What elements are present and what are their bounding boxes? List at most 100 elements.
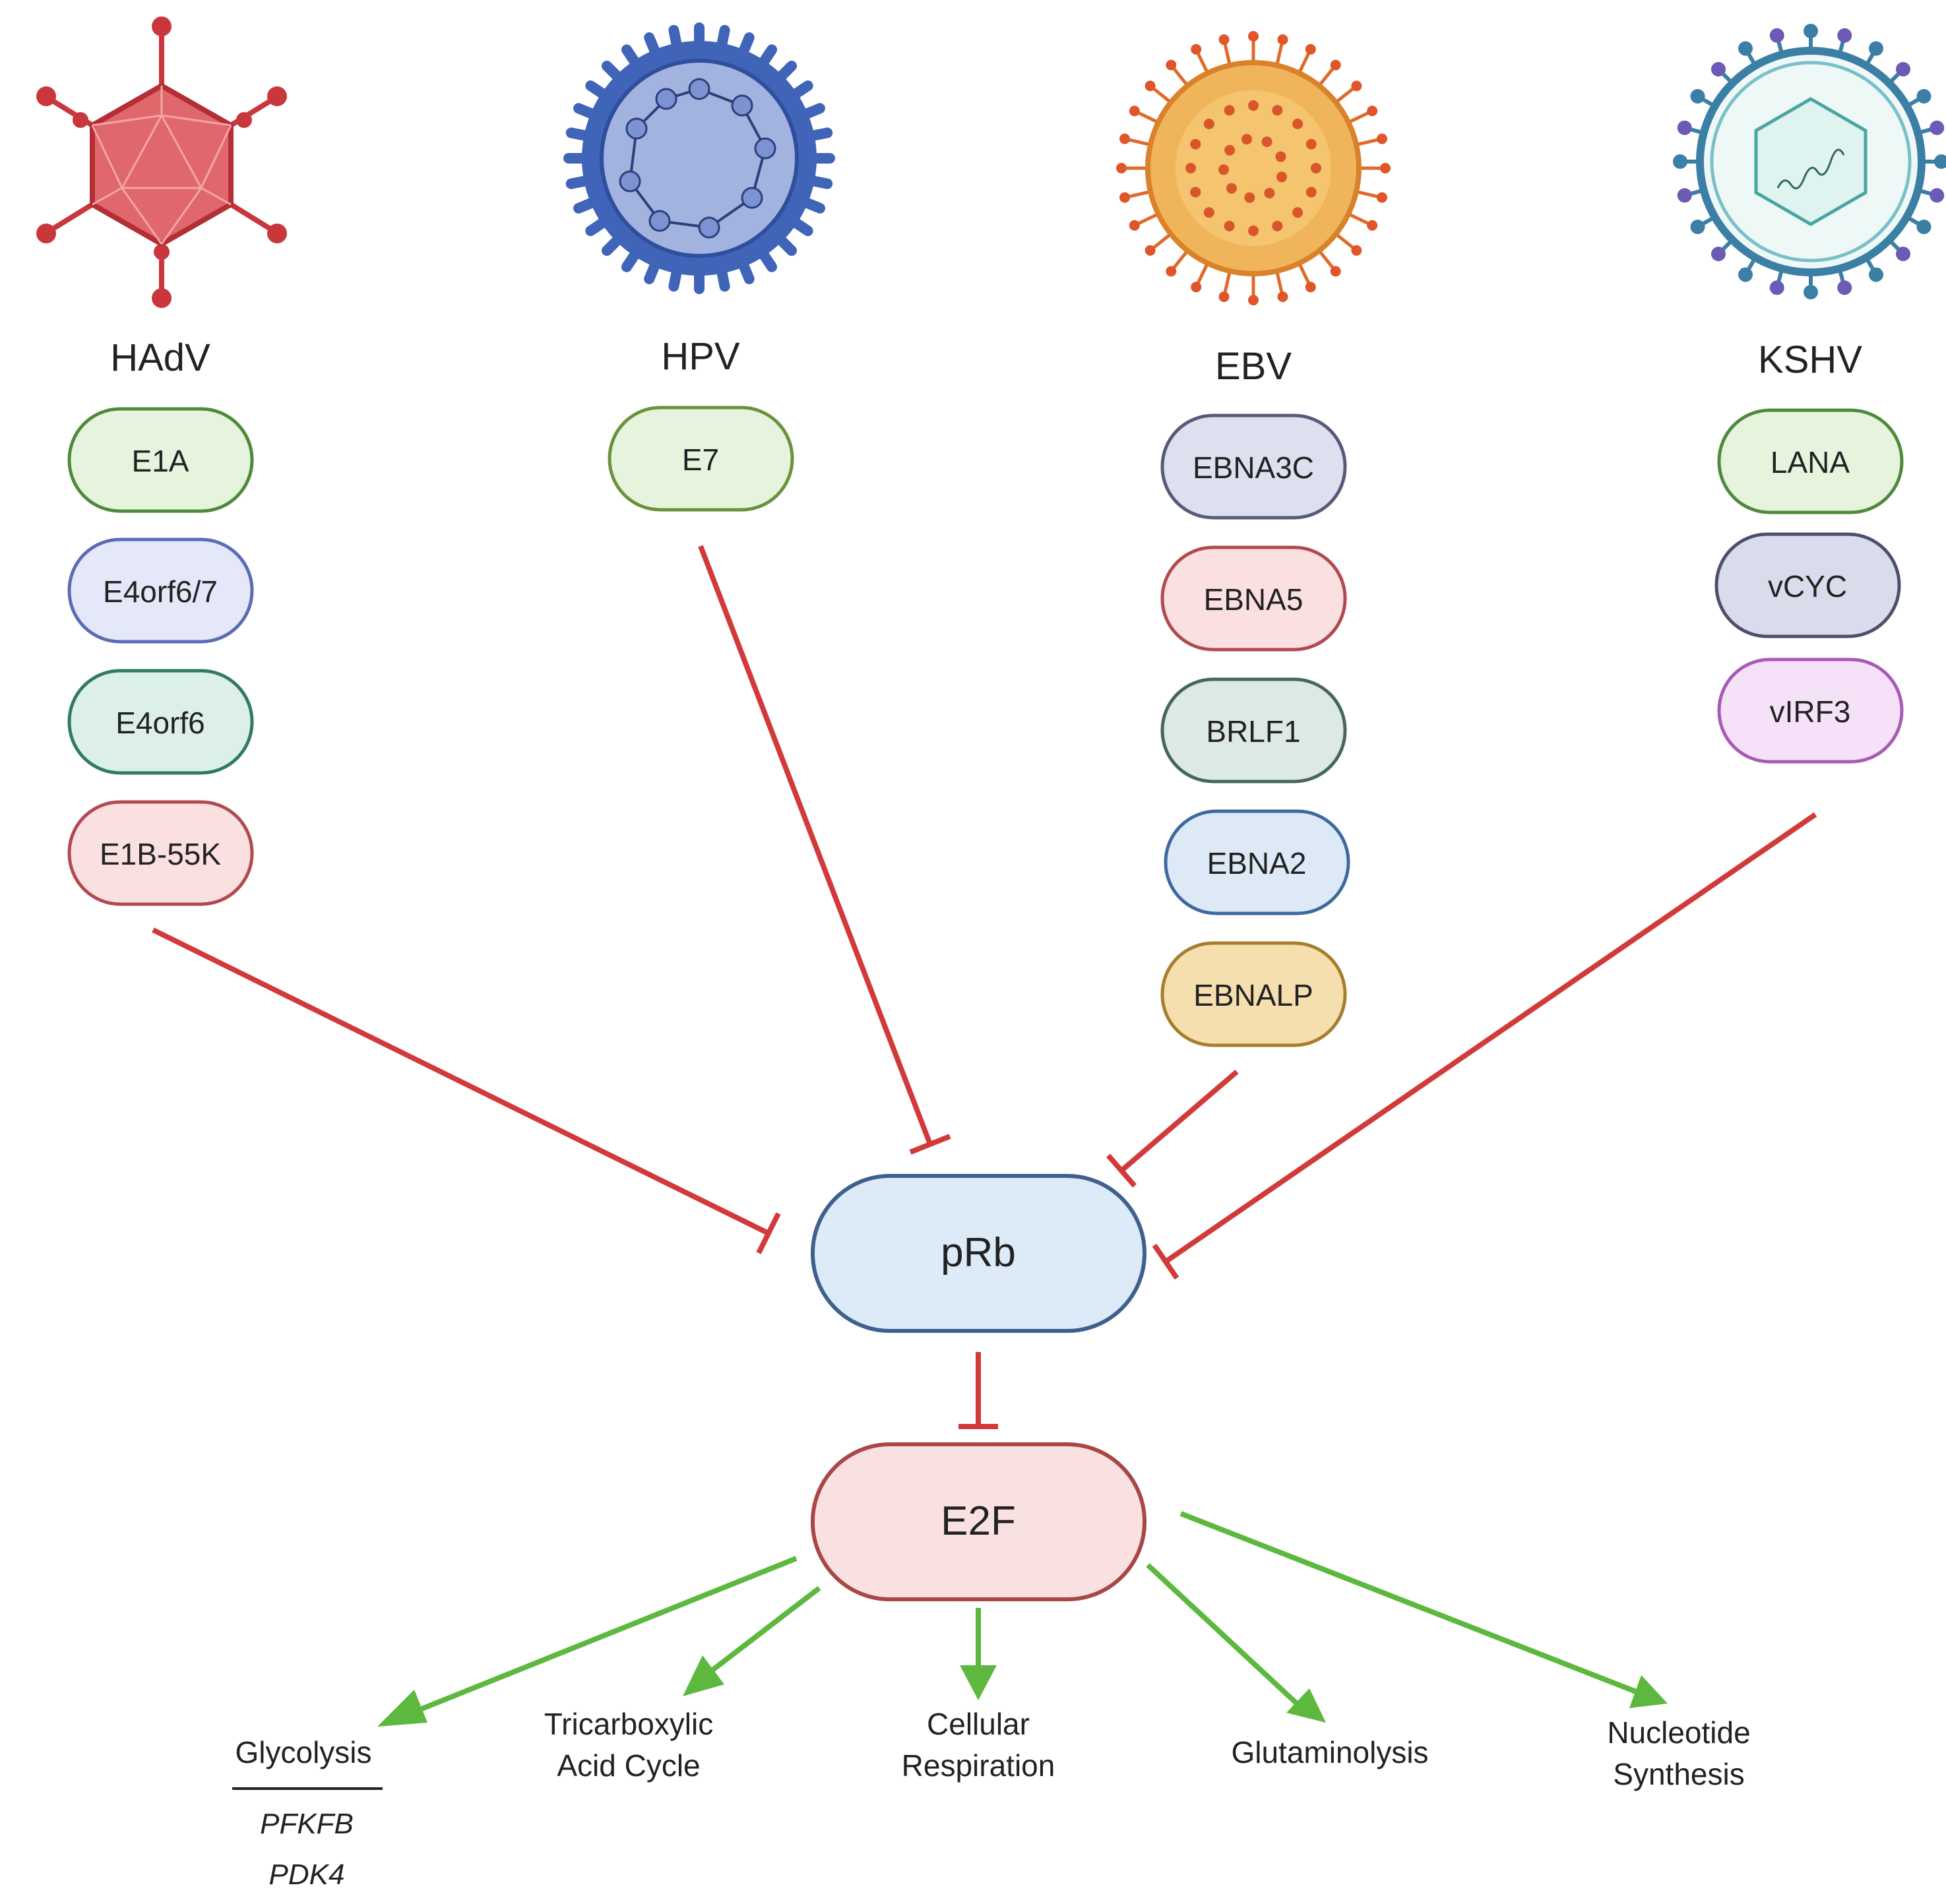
e2f-label: E2F <box>941 1498 1016 1544</box>
protein-label: EBNA3C <box>1193 450 1314 485</box>
spike-tip <box>1119 133 1131 144</box>
protein-pill-ebna2: EBNA2 <box>1164 809 1350 915</box>
protein-pill-e1a: E1A <box>67 407 254 513</box>
spike-tip <box>1305 44 1316 55</box>
glycoprotein-head <box>1677 188 1692 203</box>
protein-pill-e1b-55k: E1B-55K <box>67 800 254 906</box>
arrowhead-glycolysis <box>377 1690 427 1727</box>
virus-label-ebv: EBV <box>1215 345 1292 388</box>
spike-tip <box>1191 44 1202 55</box>
glycoprotein-head <box>1804 285 1818 299</box>
surface-glycoprotein <box>1272 105 1283 116</box>
spike-tip <box>1305 282 1316 293</box>
spike-tip <box>1145 245 1156 256</box>
spike-tip <box>1129 220 1140 231</box>
outcome-nucleotide-line1: Nucleotide <box>1607 1715 1750 1750</box>
protein-label: E1B-55K <box>100 837 221 871</box>
surface-glycoprotein <box>1241 134 1253 145</box>
herpesvirus-icon <box>1673 24 1946 299</box>
surface-glycoprotein <box>1224 105 1235 116</box>
protein-label: E1A <box>132 444 189 478</box>
protein-label: EBNA5 <box>1204 582 1303 617</box>
glycoprotein-head <box>1916 89 1931 104</box>
glycoprotein-head <box>1916 220 1931 234</box>
inhibition-ebv-to-prb <box>1106 1069 1239 1188</box>
protein-label: E7 <box>682 443 719 477</box>
outcome-glycolysis: Glycolysis <box>235 1735 371 1769</box>
surface-glycoprotein <box>1292 207 1303 218</box>
spike-tip <box>1218 34 1230 46</box>
protein-label: EBNA2 <box>1207 846 1307 880</box>
spike-tip <box>1218 291 1230 302</box>
spike-tip <box>1191 282 1202 293</box>
surface-glycoprotein <box>1248 100 1259 111</box>
spike-tip <box>1376 133 1387 144</box>
virus-label-hadv: HAdV <box>110 336 210 379</box>
spike-tip <box>1119 192 1131 203</box>
papillomavirus-icon <box>563 22 835 294</box>
protein-pill-lana: LANA <box>1717 408 1904 514</box>
surface-glycoprotein <box>1218 164 1230 175</box>
glycoprotein-head <box>1673 154 1687 169</box>
surface-glycoprotein <box>1264 187 1275 199</box>
inhibition-prb-to-e2f <box>958 1352 998 1429</box>
spike-tip <box>1129 106 1140 117</box>
surface-glycoprotein <box>1275 151 1286 162</box>
protein-pill-e4orf6: E4orf6 <box>67 669 254 775</box>
glycoprotein-head <box>1896 247 1911 262</box>
glycoprotein-head <box>1837 28 1852 43</box>
spike-tip <box>1116 163 1127 173</box>
surface-glycoprotein <box>1261 136 1272 147</box>
outcome-respiration-line2: Respiration <box>902 1748 1055 1783</box>
prb-node: pRb <box>811 1174 1146 1333</box>
protein-label: LANA <box>1771 445 1850 479</box>
surface-glycoprotein <box>1248 226 1259 236</box>
arrowhead-nucleotide <box>1629 1675 1668 1708</box>
protein-label: EBNALP <box>1193 978 1313 1012</box>
protein-label: vIRF3 <box>1770 694 1851 729</box>
spike-tip <box>1376 192 1387 203</box>
glycoprotein-head <box>1677 120 1692 135</box>
spike-tip <box>1351 245 1362 256</box>
surface-glycoprotein <box>1224 220 1235 231</box>
surface-glycoprotein <box>1203 207 1214 218</box>
glycoprotein-head <box>1930 120 1945 135</box>
protein-pill-ebnalp: EBNALP <box>1160 941 1347 1047</box>
glycoprotein-head <box>1711 247 1726 262</box>
protein-pill-ebna5: EBNA5 <box>1160 545 1347 652</box>
virus-label-hpv: HPV <box>661 335 740 378</box>
surface-glycoprotein <box>1292 118 1303 129</box>
surface-glycoprotein <box>1190 138 1201 150</box>
protein-pill-vcyc: vCYC <box>1714 532 1901 638</box>
protein-label: vCYC <box>1768 569 1847 603</box>
arrowhead-glutaminolysis <box>1286 1688 1326 1723</box>
outcome-glutaminolysis: Glutaminolysis <box>1231 1735 1428 1769</box>
surface-glycoprotein <box>1244 192 1255 203</box>
glycoprotein-head <box>1869 41 1883 56</box>
glycoprotein-head <box>1934 154 1946 169</box>
adenovirus-icon <box>36 16 287 308</box>
glycoprotein-head <box>1896 61 1911 77</box>
protein-pill-ebna3c: EBNA3C <box>1160 414 1347 520</box>
spike-tip <box>1380 163 1391 173</box>
arrowhead-respiration <box>960 1665 997 1700</box>
activation-arrow-nucleotide <box>1179 1511 1639 1694</box>
protein-label: BRLF1 <box>1206 714 1300 749</box>
activation-arrow-glycolysis <box>407 1556 798 1716</box>
protein-label: E4orf6 <box>115 706 205 740</box>
glycoprotein-head <box>1738 267 1753 282</box>
surface-glycoprotein <box>1190 187 1201 198</box>
spike-tip <box>1166 59 1177 71</box>
protein-pill-brlf1: BRLF1 <box>1160 677 1347 783</box>
surface-glycoprotein <box>1226 183 1237 194</box>
glycoprotein-head <box>1837 280 1852 295</box>
spike-tip <box>1330 266 1341 277</box>
outcome-respiration-line1: Cellular <box>927 1707 1030 1741</box>
arrowhead-tca <box>683 1655 724 1696</box>
glycoprotein-head <box>1738 41 1753 56</box>
virus-label-kshv: KSHV <box>1758 338 1862 381</box>
inhibition-hpv-to-prb <box>698 545 951 1155</box>
surface-glycoprotein <box>1272 220 1283 231</box>
spike-tip <box>1248 31 1259 42</box>
spike-tip <box>1351 80 1362 92</box>
